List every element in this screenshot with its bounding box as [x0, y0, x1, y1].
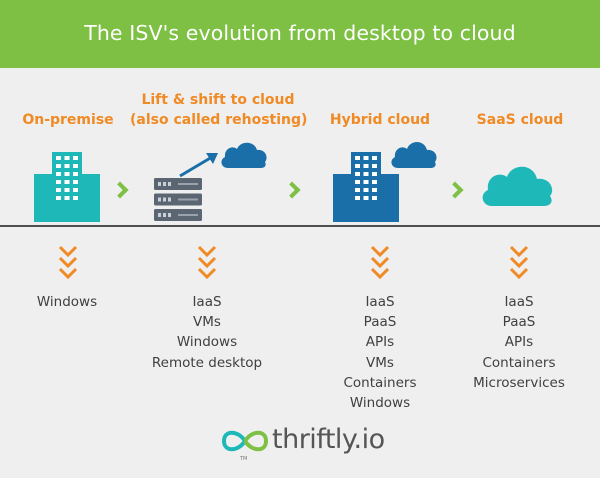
- page-title: The ISV's evolution from desktop to clou…: [84, 21, 516, 45]
- list-item: VMs: [366, 354, 394, 371]
- building-icon: [333, 152, 399, 222]
- chevron-down-icon: [370, 245, 390, 280]
- stage-title-line: Lift & shift to cloud: [141, 92, 295, 108]
- cloud-icon: [391, 142, 437, 168]
- logo-text: thriftly.io: [272, 424, 385, 455]
- list-item: Containers: [482, 354, 556, 371]
- list-item: APIs: [365, 334, 395, 351]
- chevron-right-icon: [446, 181, 464, 199]
- header-banner: The ISV's evolution from desktop to clou…: [0, 0, 600, 68]
- list-item: IaaS: [504, 294, 534, 310]
- stage-title-on-premise: On-premise: [20, 110, 116, 130]
- chevron-right-icon: [111, 181, 129, 199]
- list-item: VMs: [193, 314, 221, 331]
- list-item: APIs: [504, 334, 534, 351]
- list-item: PaaS: [363, 314, 397, 331]
- server-stack-icon: [154, 178, 202, 221]
- stage-title-line: On-premise: [22, 112, 114, 128]
- list-item: Remote desktop: [151, 354, 263, 371]
- list-item: Windows: [36, 294, 98, 310]
- thriftly-logo: thriftly.io TM: [220, 422, 400, 462]
- stage-title-line: SaaS cloud: [476, 112, 564, 128]
- building-icon: [34, 152, 100, 222]
- list-item: PaaS: [502, 314, 536, 331]
- list-item: Microservices: [473, 374, 565, 391]
- stage-title-lift-shift: Lift & shift to cloud (also called rehos…: [130, 90, 308, 130]
- stage-title-line: Hybrid cloud: [329, 112, 431, 128]
- stage-items-lift-shift: IaaS VMs Windows Remote desktop: [152, 292, 262, 373]
- stage-items-hybrid-cloud: IaaS PaaS APIs VMs Containers Windows: [343, 292, 416, 413]
- infinity-logo-icon: [221, 430, 269, 452]
- arrow-up-right-icon: [179, 153, 218, 178]
- stage-items-on-premise: Windows: [37, 292, 97, 312]
- divider-line: [0, 225, 600, 227]
- list-item: Windows: [176, 334, 238, 351]
- list-item: Containers: [343, 374, 417, 391]
- list-item: Windows: [349, 395, 411, 412]
- chevron-down-icon: [197, 245, 217, 280]
- chevron-right-icon: [283, 181, 301, 199]
- list-item: IaaS: [365, 294, 395, 310]
- stage-title-line: (also called rehosting): [130, 112, 308, 128]
- stage-title-hybrid-cloud: Hybrid cloud: [325, 110, 435, 130]
- stage-title-saas-cloud: SaaS cloud: [470, 110, 570, 130]
- chevron-down-icon: [58, 245, 78, 280]
- cloud-icon: [221, 142, 267, 168]
- stage-items-saas-cloud: IaaS PaaS APIs Containers Microservices: [473, 292, 565, 393]
- list-item: IaaS: [192, 294, 222, 310]
- chevron-down-icon: [509, 245, 529, 280]
- cloud-icon: [482, 166, 553, 206]
- trademark-mark: TM: [240, 456, 248, 462]
